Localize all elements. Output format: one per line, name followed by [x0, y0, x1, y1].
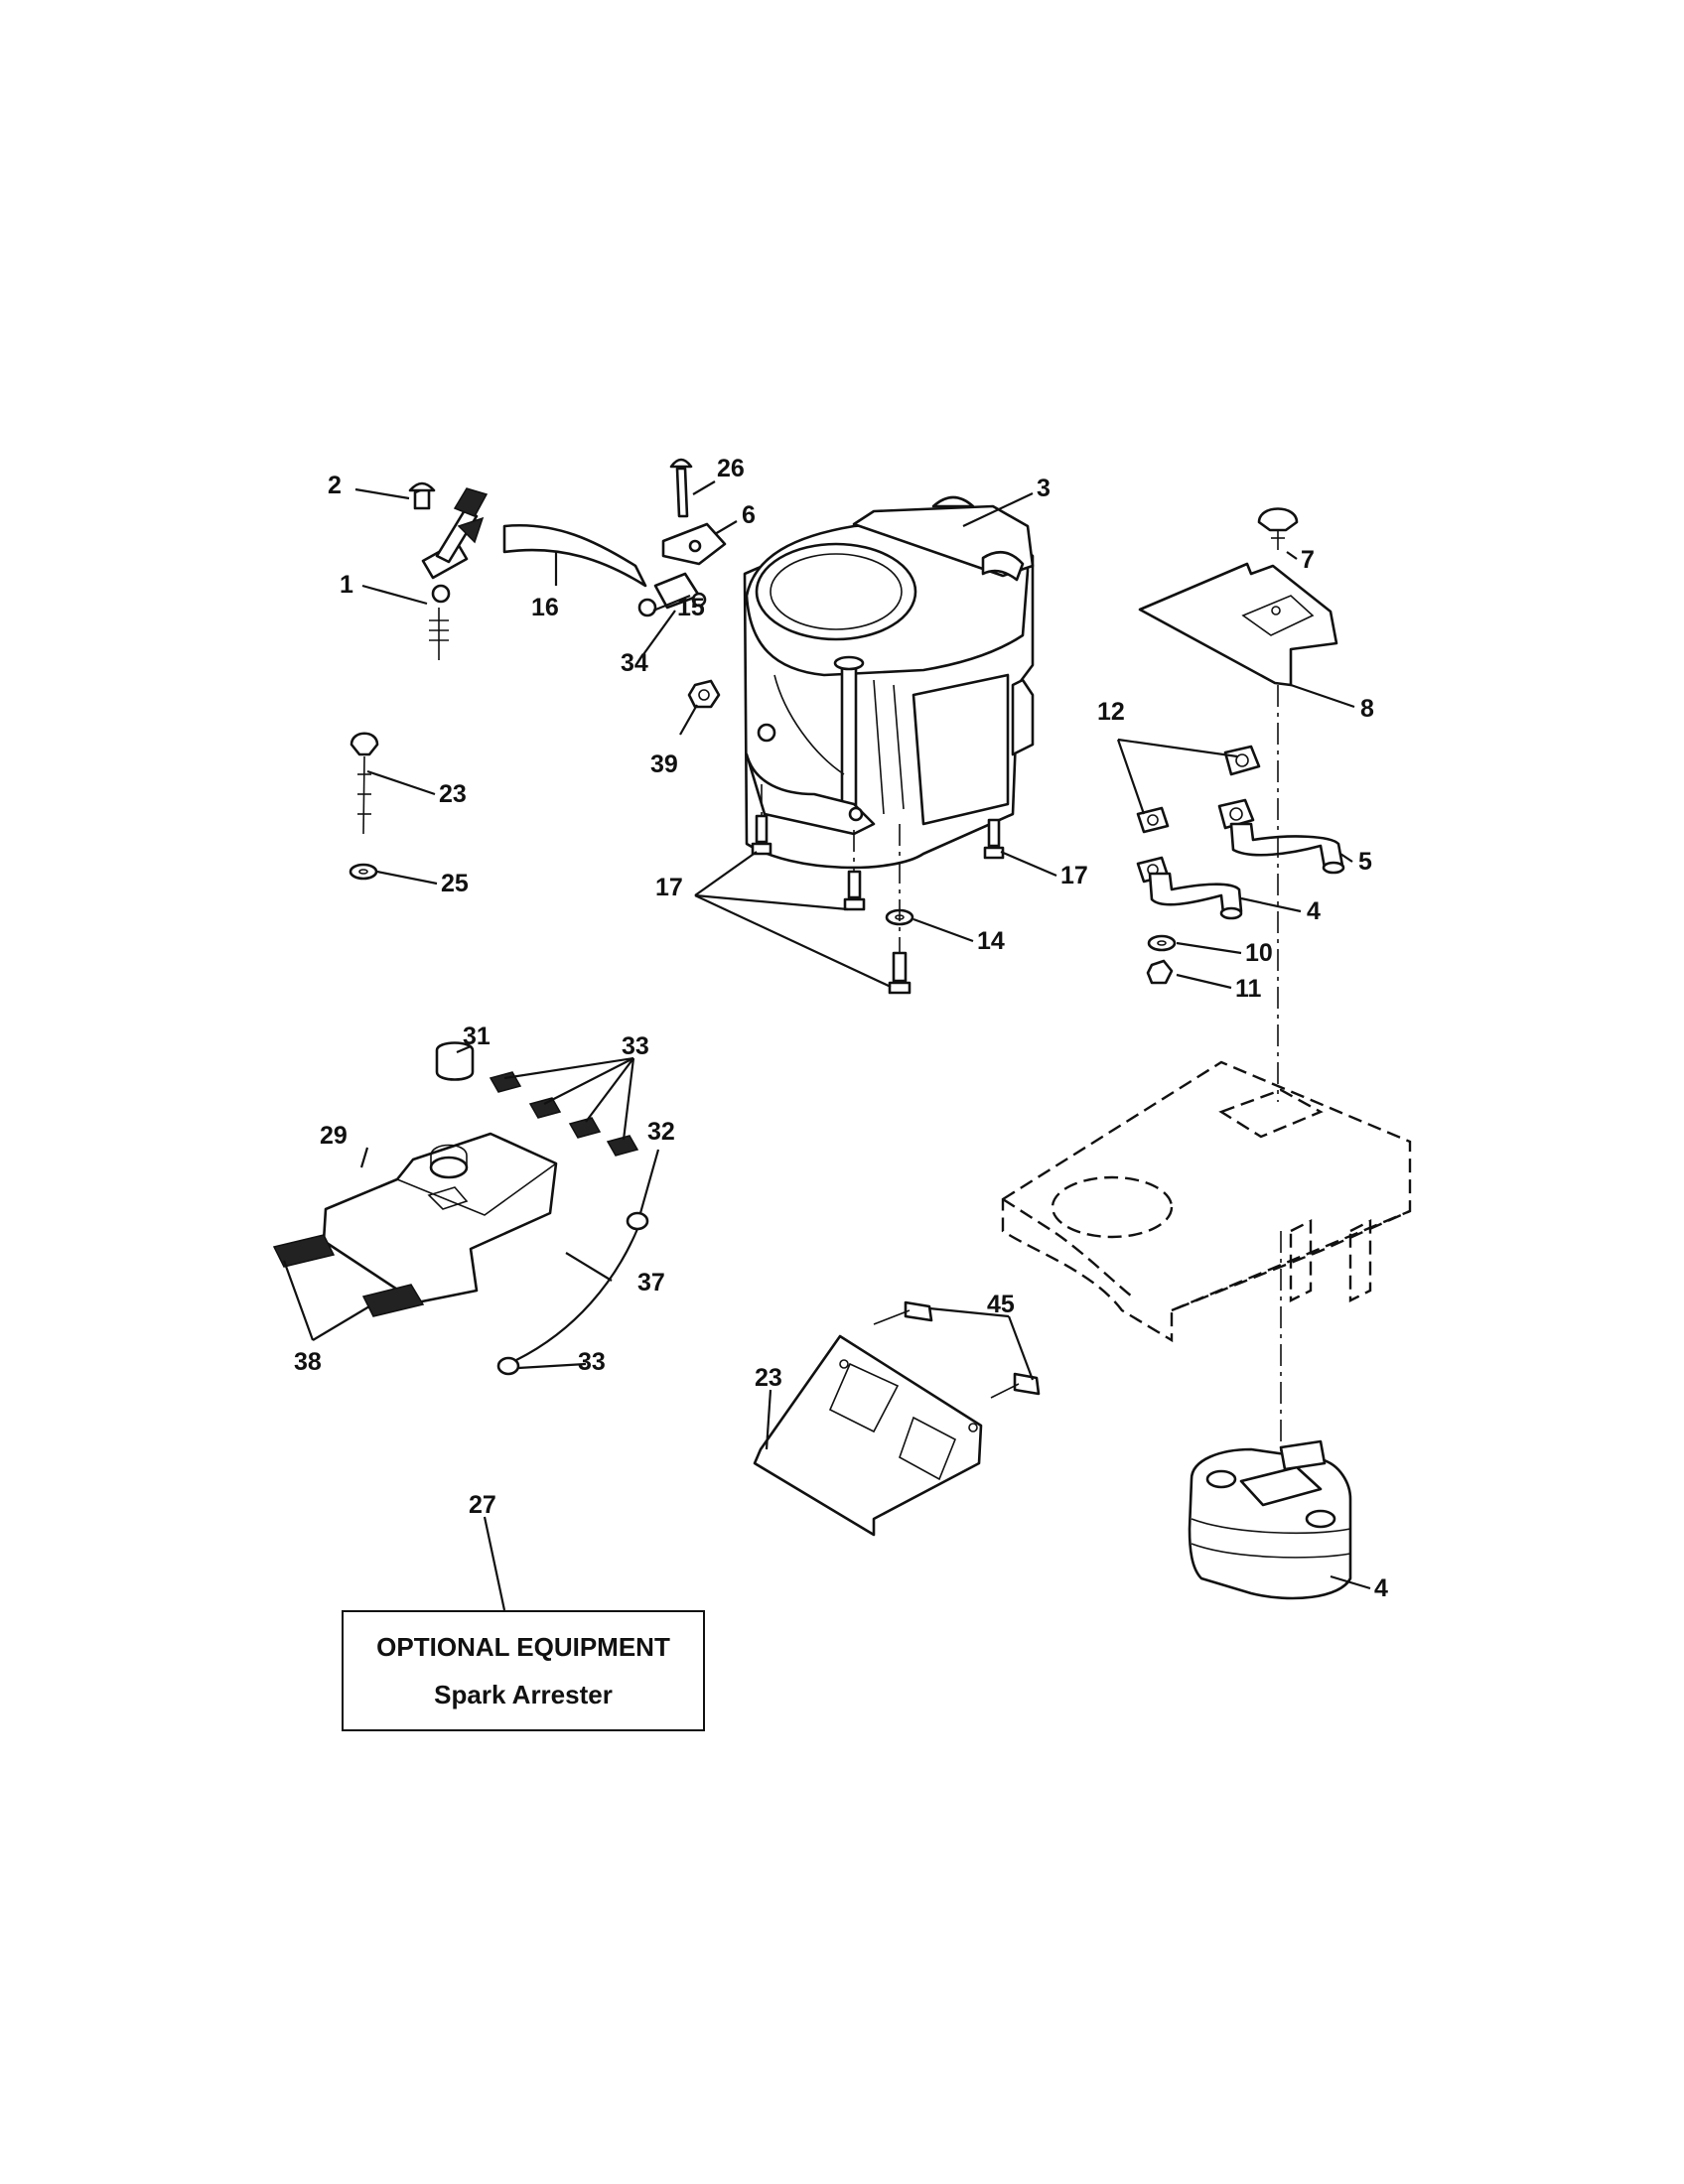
bolts-part	[751, 814, 1005, 995]
callout-17-left: 17	[655, 874, 683, 901]
leader-lines	[282, 480, 1371, 1611]
engine-part	[743, 495, 1035, 870]
callout-45: 45	[987, 1291, 1015, 1318]
callout-34: 33	[622, 1032, 649, 1060]
throttle-control-part	[408, 481, 489, 660]
callout-15: 15	[677, 594, 705, 621]
clamp-part	[661, 458, 727, 566]
callout-11: 10	[1245, 939, 1273, 967]
exhaust-pipes-part	[1136, 745, 1345, 920]
callout-38: 34	[621, 649, 648, 677]
frame-part	[1001, 1060, 1412, 1343]
callout-12: 11	[1235, 975, 1262, 1003]
callout-33-bottom: 33	[578, 1348, 606, 1376]
callout-8: 7	[1301, 546, 1315, 574]
callout-23: 23	[755, 1364, 782, 1392]
callout-32: 31	[463, 1023, 491, 1050]
air-cleaner-cover-part	[272, 1041, 639, 1317]
callout-29: 27	[469, 1491, 496, 1519]
callout-39: 38	[294, 1348, 322, 1376]
breather-tube-part	[496, 1211, 649, 1376]
callout-81: 39	[650, 751, 678, 778]
callout-5: 4	[1307, 897, 1321, 925]
muffler-part	[1188, 1439, 1352, 1600]
alignment-lines	[761, 685, 1282, 1459]
callout-25: 23	[439, 780, 467, 808]
optional-equipment-box: OPTIONAL EQUIPMENT Spark Arrester	[342, 1610, 705, 1731]
washer-nut-part	[1146, 934, 1177, 985]
spark-arrester-label: Spark Arrester	[434, 1680, 613, 1709]
optional-equipment-title: OPTIONAL EQUIPMENT	[376, 1632, 670, 1662]
callout-2: 2	[328, 472, 342, 499]
callout-26: 25	[441, 870, 469, 897]
heat-shield-part	[1138, 507, 1338, 687]
choke-knob-part	[349, 732, 379, 881]
callout-14: 16	[531, 594, 559, 621]
callout-13: 12	[1097, 698, 1125, 726]
callout-4: 4	[1374, 1574, 1388, 1602]
callout-16: 14	[977, 927, 1005, 955]
callout-31: 29	[320, 1122, 348, 1150]
muffler-guard-part	[753, 1300, 1041, 1537]
callout-17-right: 17	[1060, 862, 1088, 889]
callout-10: 8	[1360, 695, 1374, 723]
nut-part	[687, 679, 721, 709]
fuel-fitting-part	[637, 572, 707, 617]
fuel-hose-part	[502, 523, 647, 588]
callout-6: 5	[1358, 848, 1372, 876]
callout-3: 3	[1037, 475, 1051, 502]
callout-33-top: 32	[647, 1118, 675, 1146]
callout-7: 6	[742, 501, 756, 529]
callout-labels: 2 1 26 3 6 16 15 34 39 7 8 12 5 4 10 11 …	[294, 455, 1388, 1602]
callout-37: 37	[637, 1269, 665, 1297]
callout-1: 1	[340, 571, 353, 599]
callout-27: 26	[717, 455, 745, 482]
